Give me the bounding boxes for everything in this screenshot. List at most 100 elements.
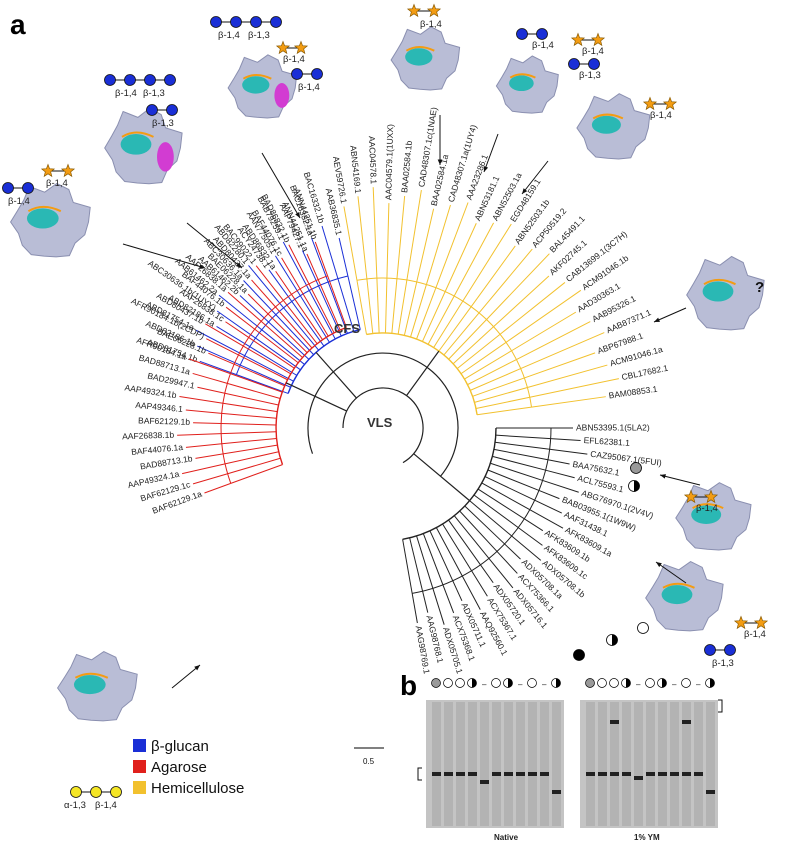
legend-label-agarose: Agarose [151, 759, 207, 776]
branch-inner-hemicellulose [467, 359, 517, 386]
subclade-arc-agarose [220, 275, 328, 484]
gel-band [504, 772, 513, 776]
branch-inner-unclassified [481, 482, 531, 511]
clade-stem-beta_glucan [315, 351, 357, 399]
leaf-label-hemicellulose: BAA02584.1b [399, 140, 414, 193]
glucose-symbol [166, 104, 178, 116]
arrow-head [656, 562, 662, 568]
branch-inner-agarose [221, 431, 277, 435]
structure-arrow [261, 152, 301, 219]
branch-inner-agarose [227, 457, 281, 475]
branch-inner-beta_glucan [236, 374, 289, 394]
gel-band [694, 772, 703, 776]
gel-band [646, 772, 655, 776]
gel-band [528, 772, 537, 776]
gel-lane [670, 702, 679, 826]
gel-lane [682, 702, 691, 826]
gel-band [468, 772, 477, 776]
branch-inner-unclassified [422, 533, 444, 586]
gel-band [634, 776, 643, 780]
branch-outer-unclassified [545, 469, 575, 479]
structure-arrow [521, 160, 549, 195]
branch-inner-agarose [260, 320, 303, 358]
gel-band [432, 772, 441, 776]
glucose-symbol [588, 58, 600, 70]
branch-outer-unclassified [550, 438, 581, 442]
branch-outer-agarose [208, 352, 235, 365]
branch-outer-hemicellulose [425, 204, 451, 285]
gel-band [706, 790, 715, 794]
branch-outer-unclassified [549, 448, 588, 455]
branch-inner-unclassified [495, 441, 550, 450]
binding-site [661, 585, 693, 605]
arrow-head [295, 212, 300, 218]
branch-outer-agarose [255, 265, 284, 301]
arrow-head [194, 665, 200, 671]
structure-arrow [483, 133, 499, 173]
ligand-stick [703, 278, 736, 286]
branch-inner-unclassified [493, 448, 549, 461]
leaf-label-agarose: AAP49346.1 [135, 400, 184, 414]
branch-outer-hemicellulose [470, 245, 516, 307]
branch-inner-beta_glucan [318, 285, 342, 337]
protein-structure-1uxx [390, 26, 461, 91]
ligand-stick [27, 205, 62, 213]
branch-outer-hemicellulose [493, 275, 550, 328]
branch-outer-agarose [306, 253, 319, 280]
clade-stem-hemicellulose [406, 350, 440, 396]
branch-outer-unclassified [534, 499, 562, 514]
branch-inner-beta_glucan [347, 275, 361, 330]
branch-inner-hemicellulose [472, 377, 525, 397]
glucose-symbol [536, 28, 548, 40]
protein-structure-1uyy [227, 54, 298, 119]
bond-label: β-1,4 [46, 178, 68, 189]
branch-inner-hemicellulose [397, 279, 408, 335]
ligand-stick [509, 73, 536, 79]
leaf-label-unclassified: EFL62381.1 [583, 435, 630, 448]
branch-inner-unclassified [490, 462, 543, 481]
branch-outer-beta_glucan [199, 360, 237, 376]
branch-outer-unclassified [488, 558, 514, 589]
gel-lane [598, 702, 607, 826]
branch-inner-hemicellulose [410, 284, 427, 338]
lane-marker-half [472, 678, 477, 688]
gel-band [552, 790, 561, 794]
branch-outer-hemicellulose [531, 396, 606, 408]
clade-vls-label: VLS [367, 415, 393, 430]
substrate-marker-half [634, 480, 640, 492]
branch-outer-agarose [195, 453, 224, 459]
gel-band-shifted [682, 720, 691, 724]
branch-outer-agarose [204, 482, 231, 494]
legend-swatch-hemicellulose [133, 781, 146, 794]
branch-inner-agarose [221, 422, 277, 426]
branch-outer-agarose [225, 321, 249, 338]
branch-inner-agarose [230, 464, 283, 484]
branch-outer-hemicellulose [478, 248, 533, 314]
branch-inner-hemicellulose [403, 281, 418, 336]
branch-outer-hemicellulose [343, 206, 358, 281]
branch-outer-hemicellulose [435, 202, 469, 288]
branch-outer-agarose [188, 358, 231, 375]
gel-lane [432, 702, 441, 826]
lane-marker [455, 678, 465, 688]
bond-label: β-1,3 [579, 70, 601, 81]
xylose-symbol [293, 40, 309, 55]
protein-structure-5la2 [10, 182, 91, 258]
branch-outer-agarose [206, 338, 239, 356]
protein-structure-1w9w [645, 561, 724, 632]
lane-marker [597, 678, 607, 688]
gel-native-title: Native [494, 833, 519, 842]
gel-lane [694, 702, 703, 826]
gel-lane [706, 702, 715, 826]
branch-inner-hemicellulose [452, 326, 494, 365]
binding-site [405, 48, 433, 66]
gel-band [456, 772, 465, 776]
gel-band [516, 772, 525, 776]
galactose-symbol [90, 786, 102, 798]
glucose-symbol [210, 16, 222, 28]
bond-label: β-1,3 [152, 118, 174, 129]
lane-marker-half [662, 678, 667, 688]
gel-band [622, 772, 631, 776]
